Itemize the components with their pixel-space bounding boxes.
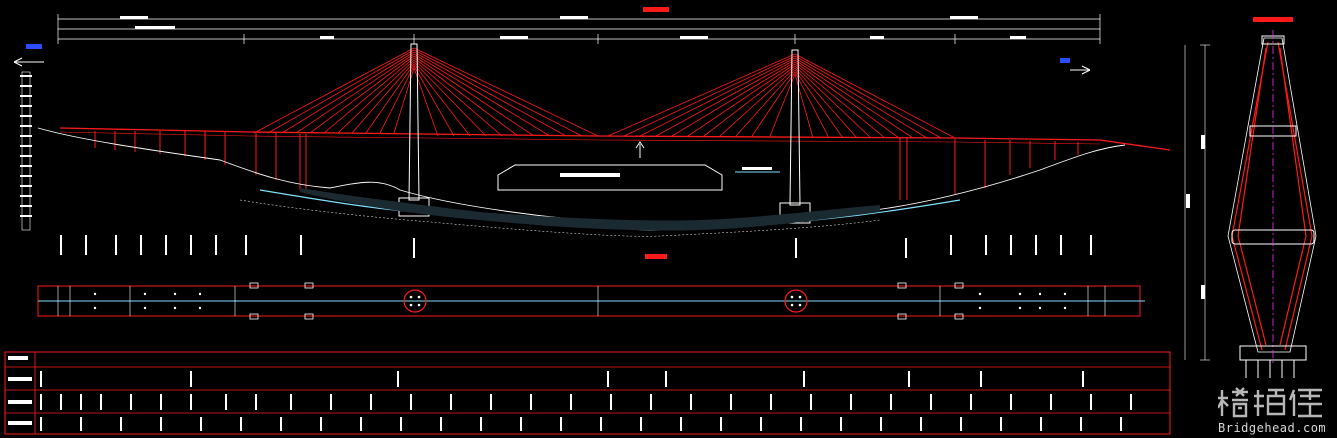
view-titles xyxy=(643,7,1293,259)
dimension-ticks xyxy=(120,16,1026,39)
table-elevation-values xyxy=(40,394,1132,410)
table-station-values xyxy=(40,417,1122,431)
data-table xyxy=(4,351,1171,435)
elevation-scale xyxy=(20,71,32,231)
terrain xyxy=(37,127,1126,237)
cable-stays xyxy=(253,47,956,139)
bridge-deck xyxy=(59,127,1171,151)
right-bank-label xyxy=(1060,58,1070,63)
plan-pier-lines xyxy=(57,286,1106,316)
watermark-logo xyxy=(1216,386,1328,428)
table-row-headers xyxy=(8,356,32,425)
arrow-right-icon xyxy=(1070,65,1091,75)
pylon-dimension-labels xyxy=(1186,135,1205,299)
pylon-pile-cap xyxy=(1239,345,1307,361)
watermark-url: Bridgehead.com xyxy=(1218,421,1327,435)
approach-piers xyxy=(94,131,1079,200)
station-labels xyxy=(60,235,1092,258)
pylon-piles xyxy=(1245,360,1295,378)
pylon-elevation-view xyxy=(1184,30,1317,378)
left-pylon-cap xyxy=(403,289,427,313)
span-center-marker xyxy=(635,141,645,158)
watermark-logo-glyphs xyxy=(1216,387,1322,418)
left-bank-label xyxy=(26,44,42,49)
plan-view xyxy=(37,282,1145,320)
table-cell-values xyxy=(40,371,1084,387)
arrow-left-icon xyxy=(13,57,44,67)
plan-pile-dots xyxy=(93,292,1067,310)
pylon-dimension-lines xyxy=(1184,44,1210,361)
table-row-lines xyxy=(5,352,1170,434)
plan-footings xyxy=(249,282,964,320)
pylon-outline xyxy=(1227,37,1317,353)
elevation-view xyxy=(13,14,1171,258)
left-pylon xyxy=(408,43,420,201)
table-frame xyxy=(4,351,1171,435)
navigation-clearance-box xyxy=(497,164,780,191)
right-pylon xyxy=(789,49,801,206)
right-pylon-cap xyxy=(784,289,808,313)
